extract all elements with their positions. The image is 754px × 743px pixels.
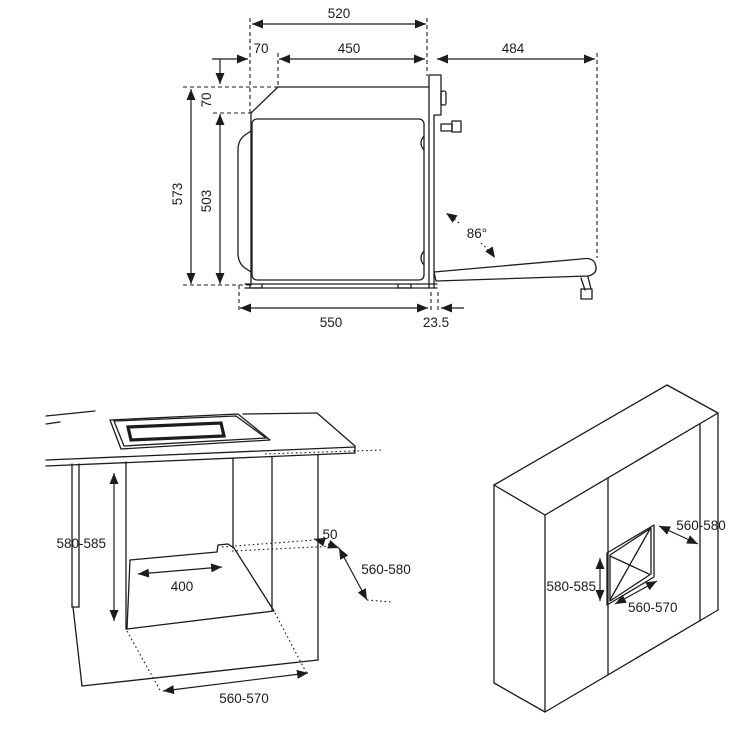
hob-vent-slot [126, 421, 226, 442]
dim-label-top-width: 520 [328, 6, 351, 21]
oven-front-frame [428, 74, 462, 289]
dim-label-open-door-depth: 484 [502, 41, 525, 56]
oven-cavity [251, 118, 425, 281]
hob-rim-inner [113, 415, 267, 447]
undercounter-installation-diagram: 580-585 400 50 560-580 560-570 [45, 410, 411, 706]
shelf-shaft [440, 123, 453, 132]
extension-lines [183, 18, 598, 313]
front-knob [440, 90, 447, 106]
countertop [45, 410, 356, 467]
dim-label-niche-width: 560-570 [219, 691, 269, 706]
dim-label-rear-step-depth: 50 [322, 527, 337, 542]
tall-cabinet [493, 384, 719, 713]
niche-floor [126, 543, 275, 630]
dim-label-door-angle: 86° [467, 226, 487, 241]
dim-label-overall-height: 573 [170, 183, 185, 206]
rear-bulge [237, 130, 252, 273]
dim-label-top-rear-offset: 70 [253, 41, 268, 56]
hinge-recess-bumps [420, 135, 425, 266]
undercounter-cabinet [71, 454, 319, 687]
dimension-lines [186, 19, 595, 313]
dim-label-top-front-width: 450 [338, 41, 361, 56]
dim-label-top-section-height: 70 [199, 92, 214, 107]
door-handle [580, 276, 592, 291]
dim-label-body-height: 503 [199, 190, 214, 213]
door-handle-foot [580, 288, 593, 300]
dim-label-niche-height: 580-585 [56, 536, 106, 551]
dim-label-door-thickness: 23.5 [423, 315, 449, 330]
oven-body-outline [237, 86, 438, 289]
open-oven-door [433, 257, 597, 300]
rear-step [216, 543, 235, 553]
undercounter-dimensions [109, 473, 368, 695]
dim-label-column-niche-height: 580-585 [546, 579, 596, 594]
dim-label-body-depth: 550 [320, 315, 343, 330]
oven-side-view-diagram: 520 70 450 484 573 70 503 550 23.5 [170, 6, 598, 330]
column-niche [606, 524, 655, 606]
dim-label-column-niche-width: 560-570 [628, 600, 678, 615]
column-installation-diagram: 560-580 580-585 560-570 [493, 384, 726, 713]
dim-label-column-niche-depth: 560-580 [676, 518, 726, 533]
column-dimensions [595, 525, 699, 605]
dim-label-rear-recess-width: 400 [171, 579, 194, 594]
shaft-end-cap [451, 120, 462, 133]
hob-rim-outer [109, 413, 271, 450]
projection-lines [126, 449, 393, 693]
door-angle-annotation: 86° [445, 212, 496, 259]
dim-label-niche-depth: 560-580 [361, 562, 411, 577]
